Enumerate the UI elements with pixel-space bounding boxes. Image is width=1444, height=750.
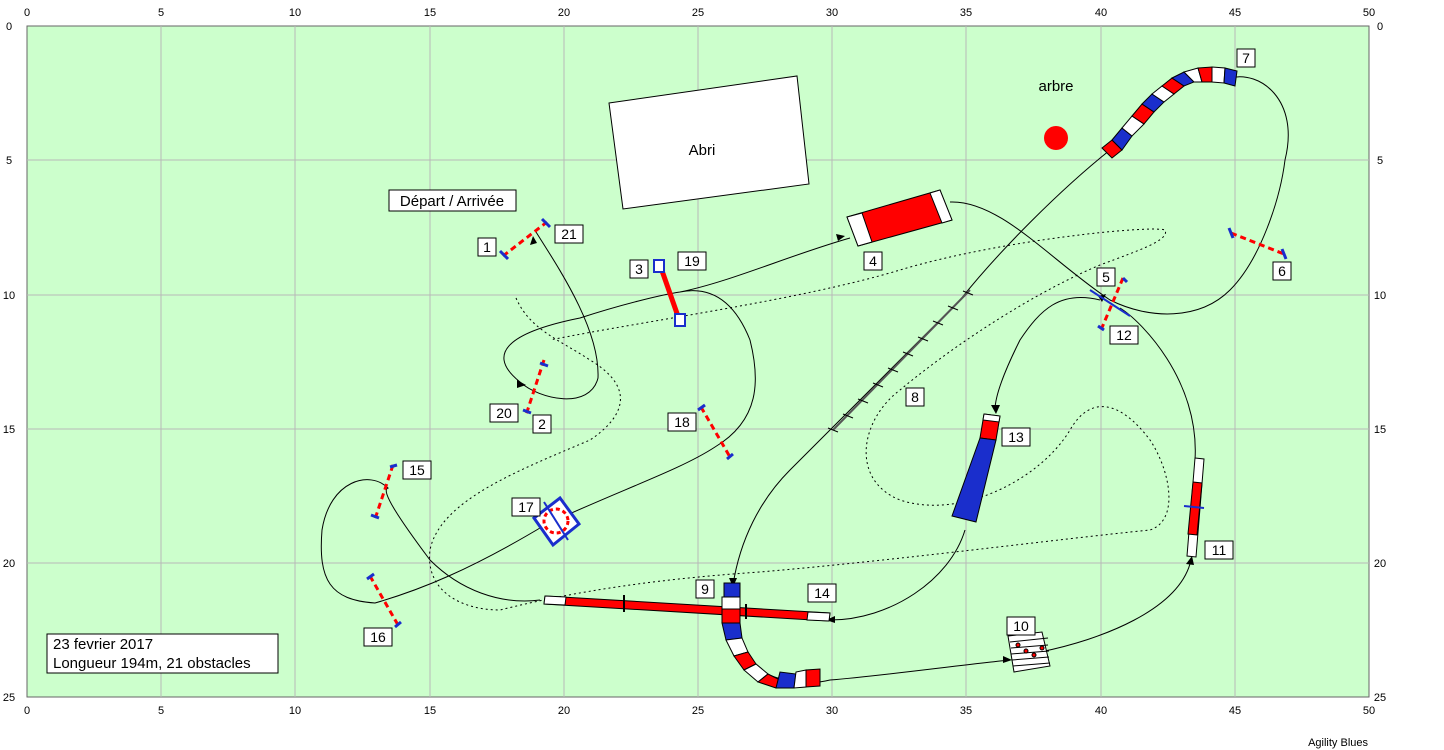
jump-16	[366, 572, 402, 629]
jump-18	[697, 403, 734, 461]
ruler-right: 0 5 10 15 20 25	[1374, 21, 1386, 704]
ruler-right-label: 10	[1374, 290, 1386, 302]
ruler-top-label: 30	[826, 7, 838, 19]
weave-10	[1007, 631, 1051, 673]
ruler-bottom-label: 50	[1363, 705, 1375, 717]
badge-12: 12	[1116, 327, 1132, 343]
badge-15: 15	[409, 462, 425, 478]
tree-icon	[1044, 126, 1068, 150]
jump-6	[1227, 227, 1288, 260]
badge-7: 7	[1242, 50, 1250, 66]
ruler-left-label: 20	[3, 558, 15, 570]
badge-17: 17	[518, 499, 534, 515]
ruler-bottom-label: 25	[692, 705, 704, 717]
ruler-top-label: 15	[424, 7, 436, 19]
badge-8: 8	[911, 389, 919, 405]
ruler-left-label: 5	[6, 155, 12, 167]
ruler-top-label: 0	[24, 7, 30, 19]
ruler-bottom-label: 45	[1229, 705, 1241, 717]
course-date: 23 fevrier 2017	[53, 636, 153, 653]
shelter-label: Abri	[689, 142, 716, 159]
seesaw-9-14	[543, 595, 831, 622]
ruler-top: 0 5 10 15 20 25 30 35 40 45 50	[24, 7, 1375, 19]
ruler-bottom: 0 5 10 15 20 25 30 35 40 45 50	[24, 705, 1375, 717]
tunnel-4	[846, 189, 953, 247]
ruler-right-label: 5	[1377, 155, 1383, 167]
jump-5-12	[1089, 276, 1131, 332]
ruler-top-label: 25	[692, 7, 704, 19]
ruler-right-label: 15	[1374, 424, 1386, 436]
ruler-bottom-label: 0	[24, 705, 30, 717]
ruler-left-label: 10	[3, 290, 15, 302]
dotted-path	[429, 228, 1170, 611]
ruler-top-label: 10	[289, 7, 301, 19]
badge-18: 18	[674, 414, 690, 430]
badge-5: 5	[1102, 269, 1110, 285]
course-info-box: 23 fevrier 2017 Longueur 194m, 21 obstac…	[46, 633, 279, 674]
ruler-bottom-label: 30	[826, 705, 838, 717]
badge-3: 3	[635, 261, 643, 277]
badge-14: 14	[814, 585, 830, 601]
shelter: Abri	[608, 75, 810, 210]
ruler-right-label: 20	[1374, 558, 1386, 570]
ruler-top-label: 5	[158, 7, 164, 19]
jump-11	[1183, 457, 1205, 558]
ruler-bottom-label: 20	[558, 705, 570, 717]
badge-4: 4	[869, 253, 877, 269]
badge-1: 1	[483, 239, 491, 255]
ruler-right-label: 0	[1377, 21, 1383, 33]
number-badges: 1 21 2 20 3 19 4 5 12 6 7 8 9 14 10 11 1…	[363, 48, 1292, 647]
dogwalk-8	[827, 289, 974, 433]
start-finish-label: Départ / Arrivée	[400, 193, 504, 210]
badge-13: 13	[1008, 429, 1024, 445]
start-finish-box: Départ / Arrivée	[388, 189, 517, 212]
brand-label: Agility Blues	[1308, 737, 1368, 749]
jump-2-20	[522, 359, 549, 416]
obstacle-3-19	[653, 259, 686, 327]
ruler-bottom-label: 5	[158, 705, 164, 717]
ruler-top-label: 45	[1229, 7, 1241, 19]
badge-16: 16	[370, 629, 386, 645]
ruler-left-label: 25	[3, 692, 15, 704]
tunnel-7	[1101, 66, 1238, 159]
tyre-17	[531, 495, 582, 548]
badge-19: 19	[684, 253, 700, 269]
ruler-top-label: 20	[558, 7, 570, 19]
jump-1-21	[498, 217, 552, 261]
jump-15	[370, 463, 398, 520]
ruler-bottom-label: 15	[424, 705, 436, 717]
tree: arbre	[1038, 78, 1074, 150]
badge-6: 6	[1278, 263, 1286, 279]
badge-2: 2	[538, 416, 546, 432]
path-arrows	[517, 76, 1232, 663]
badge-20: 20	[496, 405, 512, 421]
ruler-left: 0 5 10 15 20 25	[3, 21, 15, 704]
ruler-right-label: 25	[1374, 692, 1386, 704]
ruler-left-label: 0	[6, 21, 12, 33]
tunnel-13	[951, 413, 1001, 523]
course-path	[320, 76, 1289, 684]
ruler-left-label: 15	[3, 424, 15, 436]
badge-9: 9	[701, 581, 709, 597]
ruler-bottom-label: 40	[1095, 705, 1107, 717]
badge-11: 11	[1212, 542, 1227, 558]
ruler-bottom-label: 35	[960, 705, 972, 717]
tunnel-9	[721, 582, 821, 689]
course-length: Longueur 194m, 21 obstacles	[53, 655, 251, 672]
ruler-top-label: 40	[1095, 7, 1107, 19]
badge-21: 21	[561, 226, 577, 242]
ruler-top-label: 50	[1363, 7, 1375, 19]
ruler-bottom-label: 10	[289, 705, 301, 717]
badge-10: 10	[1013, 618, 1029, 634]
ruler-top-label: 35	[960, 7, 972, 19]
tree-label: arbre	[1038, 78, 1073, 95]
